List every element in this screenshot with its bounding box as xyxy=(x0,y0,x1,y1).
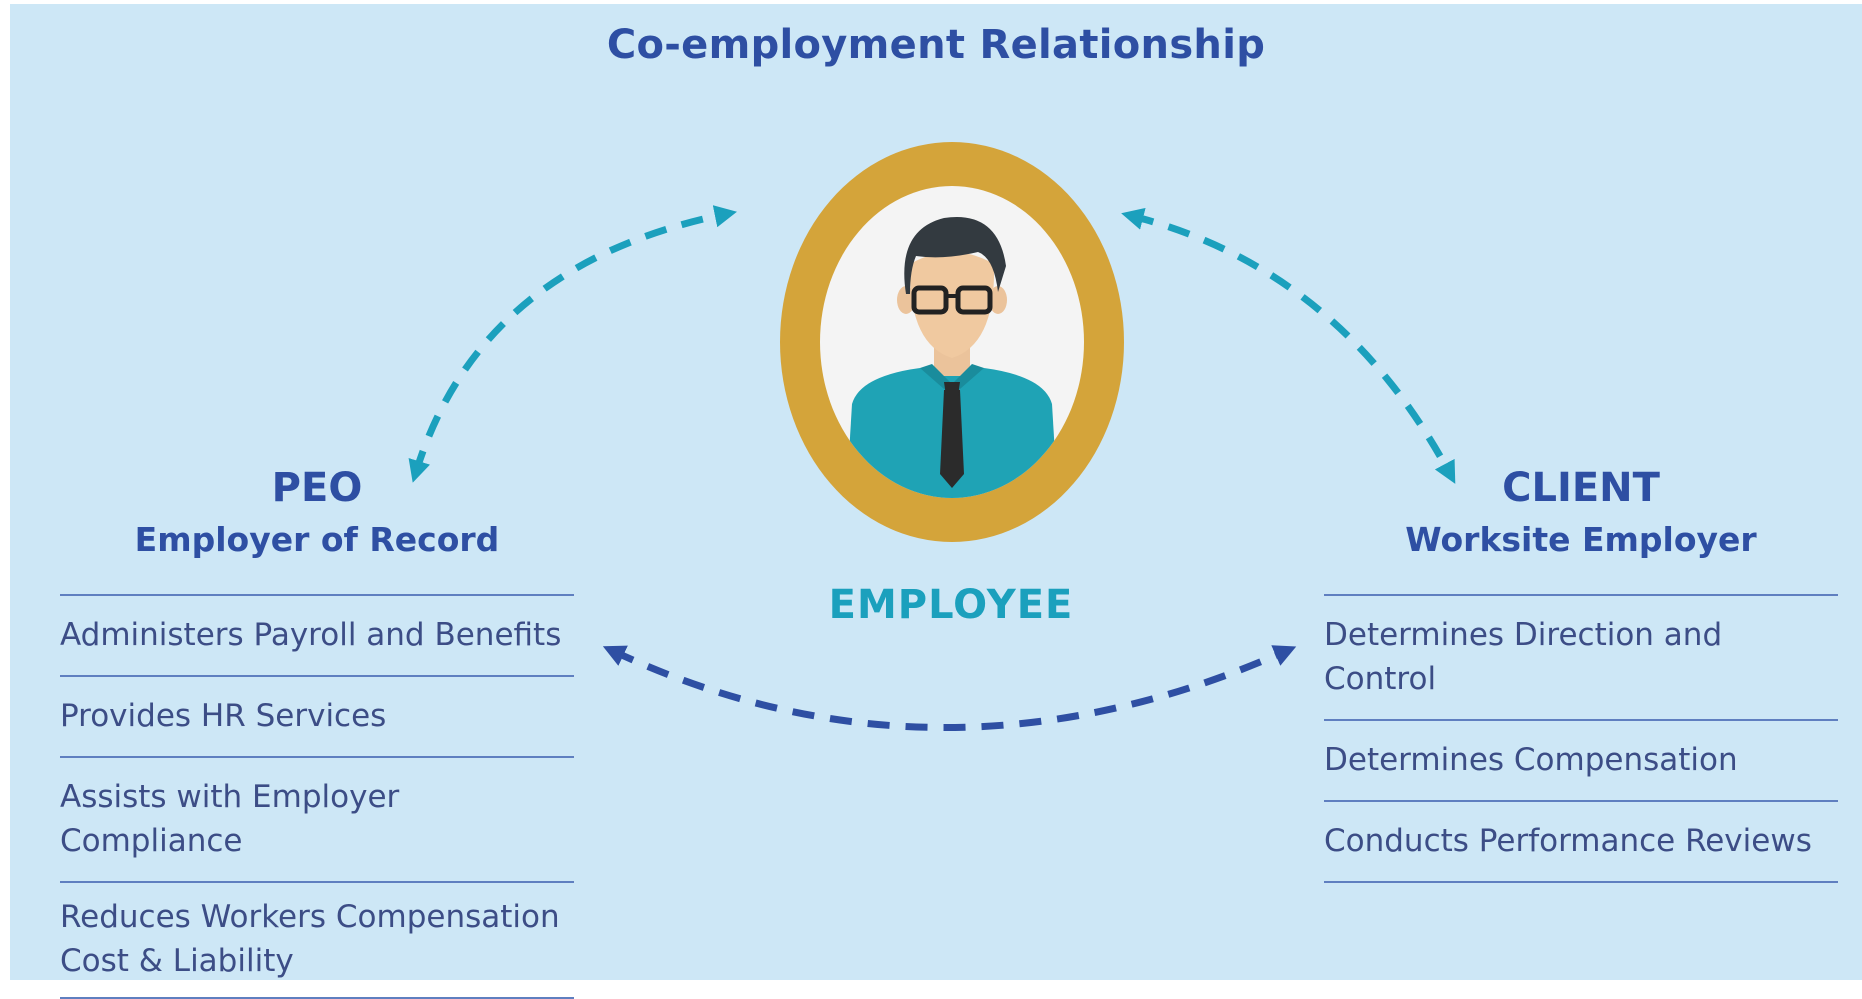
employee-label: EMPLOYEE xyxy=(828,582,1074,628)
client-heading: CLIENT xyxy=(1502,465,1660,511)
relationship-arrows xyxy=(408,142,1456,731)
client-employee-arrow xyxy=(1121,207,1456,484)
employee-avatar-icon xyxy=(780,142,1124,542)
peo-client-arrow xyxy=(602,645,1297,731)
peo-responsibilities-list: Administers Payroll and Benefits Provide… xyxy=(60,594,574,999)
client-subheading: Worksite Employer xyxy=(1405,520,1757,559)
peo-subheading: Employer of Record xyxy=(134,520,500,559)
list-item: Determines Compensation xyxy=(1324,721,1838,802)
peo-heading: PEO xyxy=(271,465,363,511)
list-item: Administers Payroll and Benefits xyxy=(60,596,574,677)
list-item: Conducts Performance Reviews xyxy=(1324,802,1838,883)
diagram-canvas: Co-employment Relationship xyxy=(10,4,1862,999)
list-item: Provides HR Services xyxy=(60,677,574,758)
client-heading-block: CLIENT Worksite Employer xyxy=(1324,464,1838,560)
list-item: Assists with Employer Compliance xyxy=(60,758,574,883)
list-item: Reduces Workers Compensation Cost & Liab… xyxy=(60,883,574,999)
client-responsibilities-list: Determines Direction and Control Determi… xyxy=(1324,594,1838,883)
peo-heading-block: PEO Employer of Record xyxy=(70,464,564,560)
peo-employee-arrow xyxy=(408,205,737,483)
diagram-title: Co-employment Relationship xyxy=(606,22,1266,68)
list-item: Determines Direction and Control xyxy=(1324,596,1838,721)
